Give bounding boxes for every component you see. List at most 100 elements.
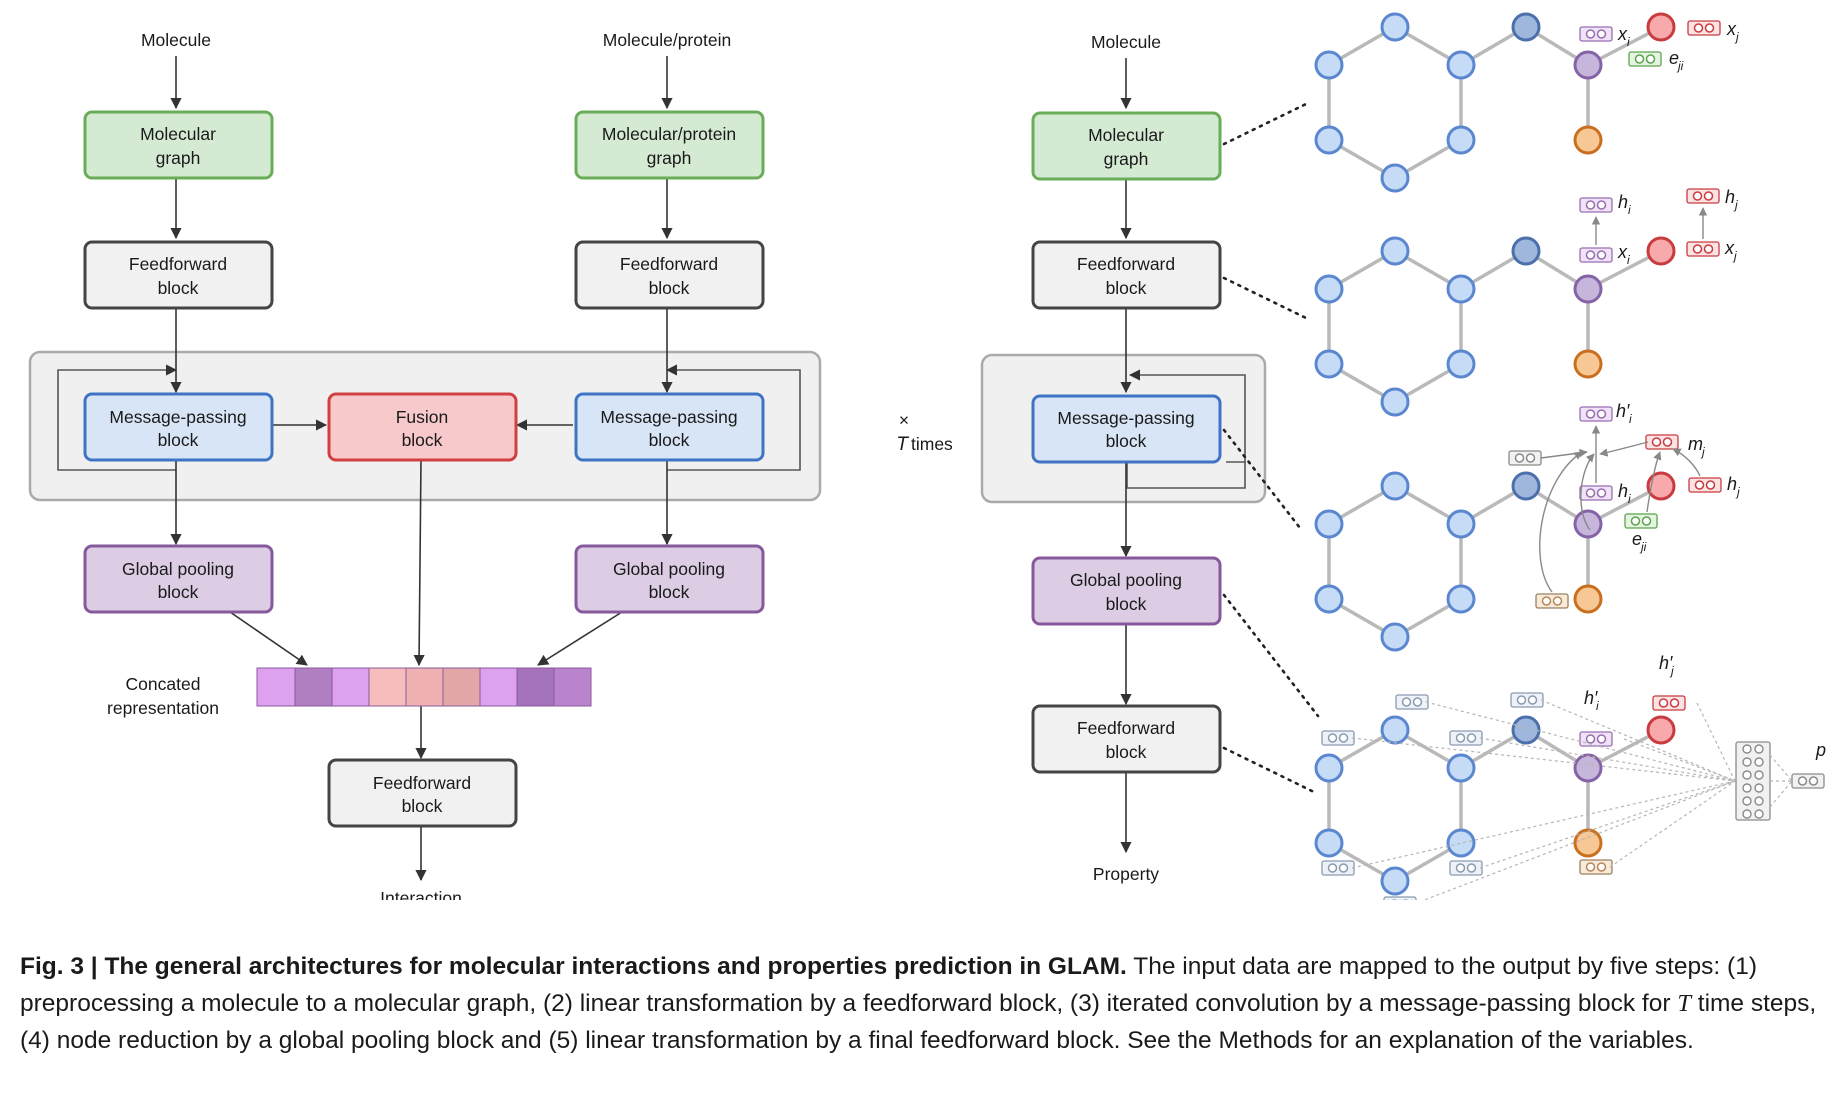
atom-node [1446, 349, 1476, 379]
atom-node [1511, 12, 1541, 42]
output-interaction-label: Interaction [380, 888, 462, 900]
svg-text:Global pooling: Global pooling [122, 559, 234, 579]
pooled-vector-stack [1735, 741, 1771, 821]
atom-node [1573, 349, 1603, 379]
svg-text:Feedforward: Feedforward [1077, 718, 1175, 738]
atom-node [1573, 753, 1603, 783]
caption-t-var: T [1677, 990, 1691, 1017]
var-h-j-3: h [1727, 474, 1737, 494]
svg-text:Global pooling: Global pooling [613, 559, 725, 579]
atom-node [1380, 387, 1410, 417]
svg-text:Feedforward: Feedforward [373, 773, 471, 793]
node-vec-a [1395, 694, 1429, 710]
var-x-j-1: x [1726, 19, 1737, 39]
svg-text:j: j [1733, 198, 1738, 212]
global-pooling-block-left: Global pooling block [83, 544, 274, 614]
svg-text:j: j [1700, 445, 1705, 459]
neighbor-vector [1535, 593, 1569, 609]
svg-text:times: times [911, 434, 953, 454]
svg-text:Feedforward: Feedforward [1077, 254, 1175, 274]
atom-node [1314, 753, 1344, 783]
interaction-architecture: Molecule Molecule/protein Molecular grap… [28, 30, 822, 900]
svg-text:Feedforward: Feedforward [620, 254, 718, 274]
atom-node [1314, 584, 1344, 614]
var-x-i-1: x [1617, 24, 1628, 44]
atom-node [1314, 274, 1344, 304]
atom-node [1314, 125, 1344, 155]
atom-node [1646, 715, 1676, 745]
node-vec-f [1383, 896, 1417, 900]
molecular-graph-illustration [1314, 12, 1676, 193]
atom-node [1314, 349, 1344, 379]
feedforward-graph-illustration [1314, 236, 1676, 417]
svg-text:Fusion: Fusion [396, 407, 449, 427]
svg-text:j: j [1732, 249, 1737, 263]
var-e-ji-1: e [1669, 48, 1679, 68]
global-pooling-graph-illustration [1314, 715, 1676, 896]
svg-text:graph: graph [1104, 149, 1149, 169]
m-j-vector [1645, 434, 1679, 450]
t-times-label: × T times [896, 410, 953, 455]
h-j-vector [1686, 188, 1720, 204]
svg-text:block: block [1106, 278, 1147, 298]
atom-node [1511, 471, 1541, 501]
atom-node [1446, 509, 1476, 539]
atom-node [1380, 163, 1410, 193]
input-molecule-protein-label: Molecule/protein [603, 30, 731, 50]
atom-node [1646, 236, 1676, 266]
feedforward-block-right-arch: Feedforward block [1031, 240, 1222, 310]
atom-node [1573, 274, 1603, 304]
concated-representation-bar [256, 667, 592, 707]
atom-node [1446, 828, 1476, 858]
caption-text-1: The input data are mapped to the output … [20, 953, 1757, 1017]
svg-text:Molecular/protein: Molecular/protein [602, 124, 736, 144]
representation-label: representation [107, 698, 219, 718]
property-p-vector [1791, 773, 1825, 789]
input-molecule-label: Molecule [141, 30, 211, 50]
fusion-block: Fusion block [327, 392, 518, 462]
svg-text:Message-passing: Message-passing [1057, 408, 1194, 428]
message-passing-block-left: Message-passing block [83, 392, 274, 462]
feedforward-block-right: Feedforward block [574, 240, 765, 310]
h-i-vector-3 [1579, 485, 1613, 501]
svg-text:Molecular: Molecular [140, 124, 216, 144]
atom-node [1573, 125, 1603, 155]
e-ji-vector [1628, 51, 1662, 67]
input-molecule-label-right: Molecule [1091, 32, 1161, 52]
feedforward-block-left: Feedforward block [83, 240, 274, 310]
atom-node [1446, 50, 1476, 80]
var-p-4: p [1815, 740, 1826, 760]
svg-text:block: block [158, 430, 199, 450]
message-passing-block-right-arch: Message-passing block [1031, 394, 1222, 464]
atom-node [1573, 50, 1603, 80]
node-vec-d [1321, 860, 1355, 876]
molecular-graph-block-left: Molecular graph [83, 110, 274, 180]
caption-title: Fig. 3 | The general architectures for m… [20, 953, 1127, 980]
concated-label: Concated [126, 674, 201, 694]
var-m-j-3: m [1688, 434, 1703, 454]
svg-text:Global pooling: Global pooling [1070, 570, 1182, 590]
atom-node [1646, 12, 1676, 42]
node-vec-e [1449, 860, 1483, 876]
atom-node [1446, 125, 1476, 155]
svg-text:i: i [1629, 412, 1632, 426]
svg-text:i: i [1596, 699, 1599, 713]
h-prime-i-vector-4 [1579, 731, 1613, 747]
var-h-i-2: h [1618, 192, 1628, 212]
svg-text:Message-passing: Message-passing [109, 407, 246, 427]
var-h-prime-j-4: h′ [1659, 653, 1673, 673]
molecular-protein-graph-block: Molecular/protein graph [574, 110, 765, 180]
atom-node [1446, 753, 1476, 783]
e-ji-vector-3 [1624, 513, 1658, 529]
svg-text:i: i [1628, 203, 1631, 217]
svg-text:block: block [402, 430, 443, 450]
svg-text:ji: ji [1639, 540, 1647, 554]
atom-node [1511, 236, 1541, 266]
molecular-graph-block-right: Molecular graph [1031, 111, 1222, 181]
svg-text:i: i [1627, 35, 1630, 49]
x-j-vector [1687, 20, 1721, 36]
atom-node [1573, 584, 1603, 614]
atom-node [1380, 622, 1410, 652]
svg-text:ji: ji [1676, 59, 1684, 73]
property-architecture: Molecule Molecular graph Feedforward blo… [980, 32, 1320, 884]
